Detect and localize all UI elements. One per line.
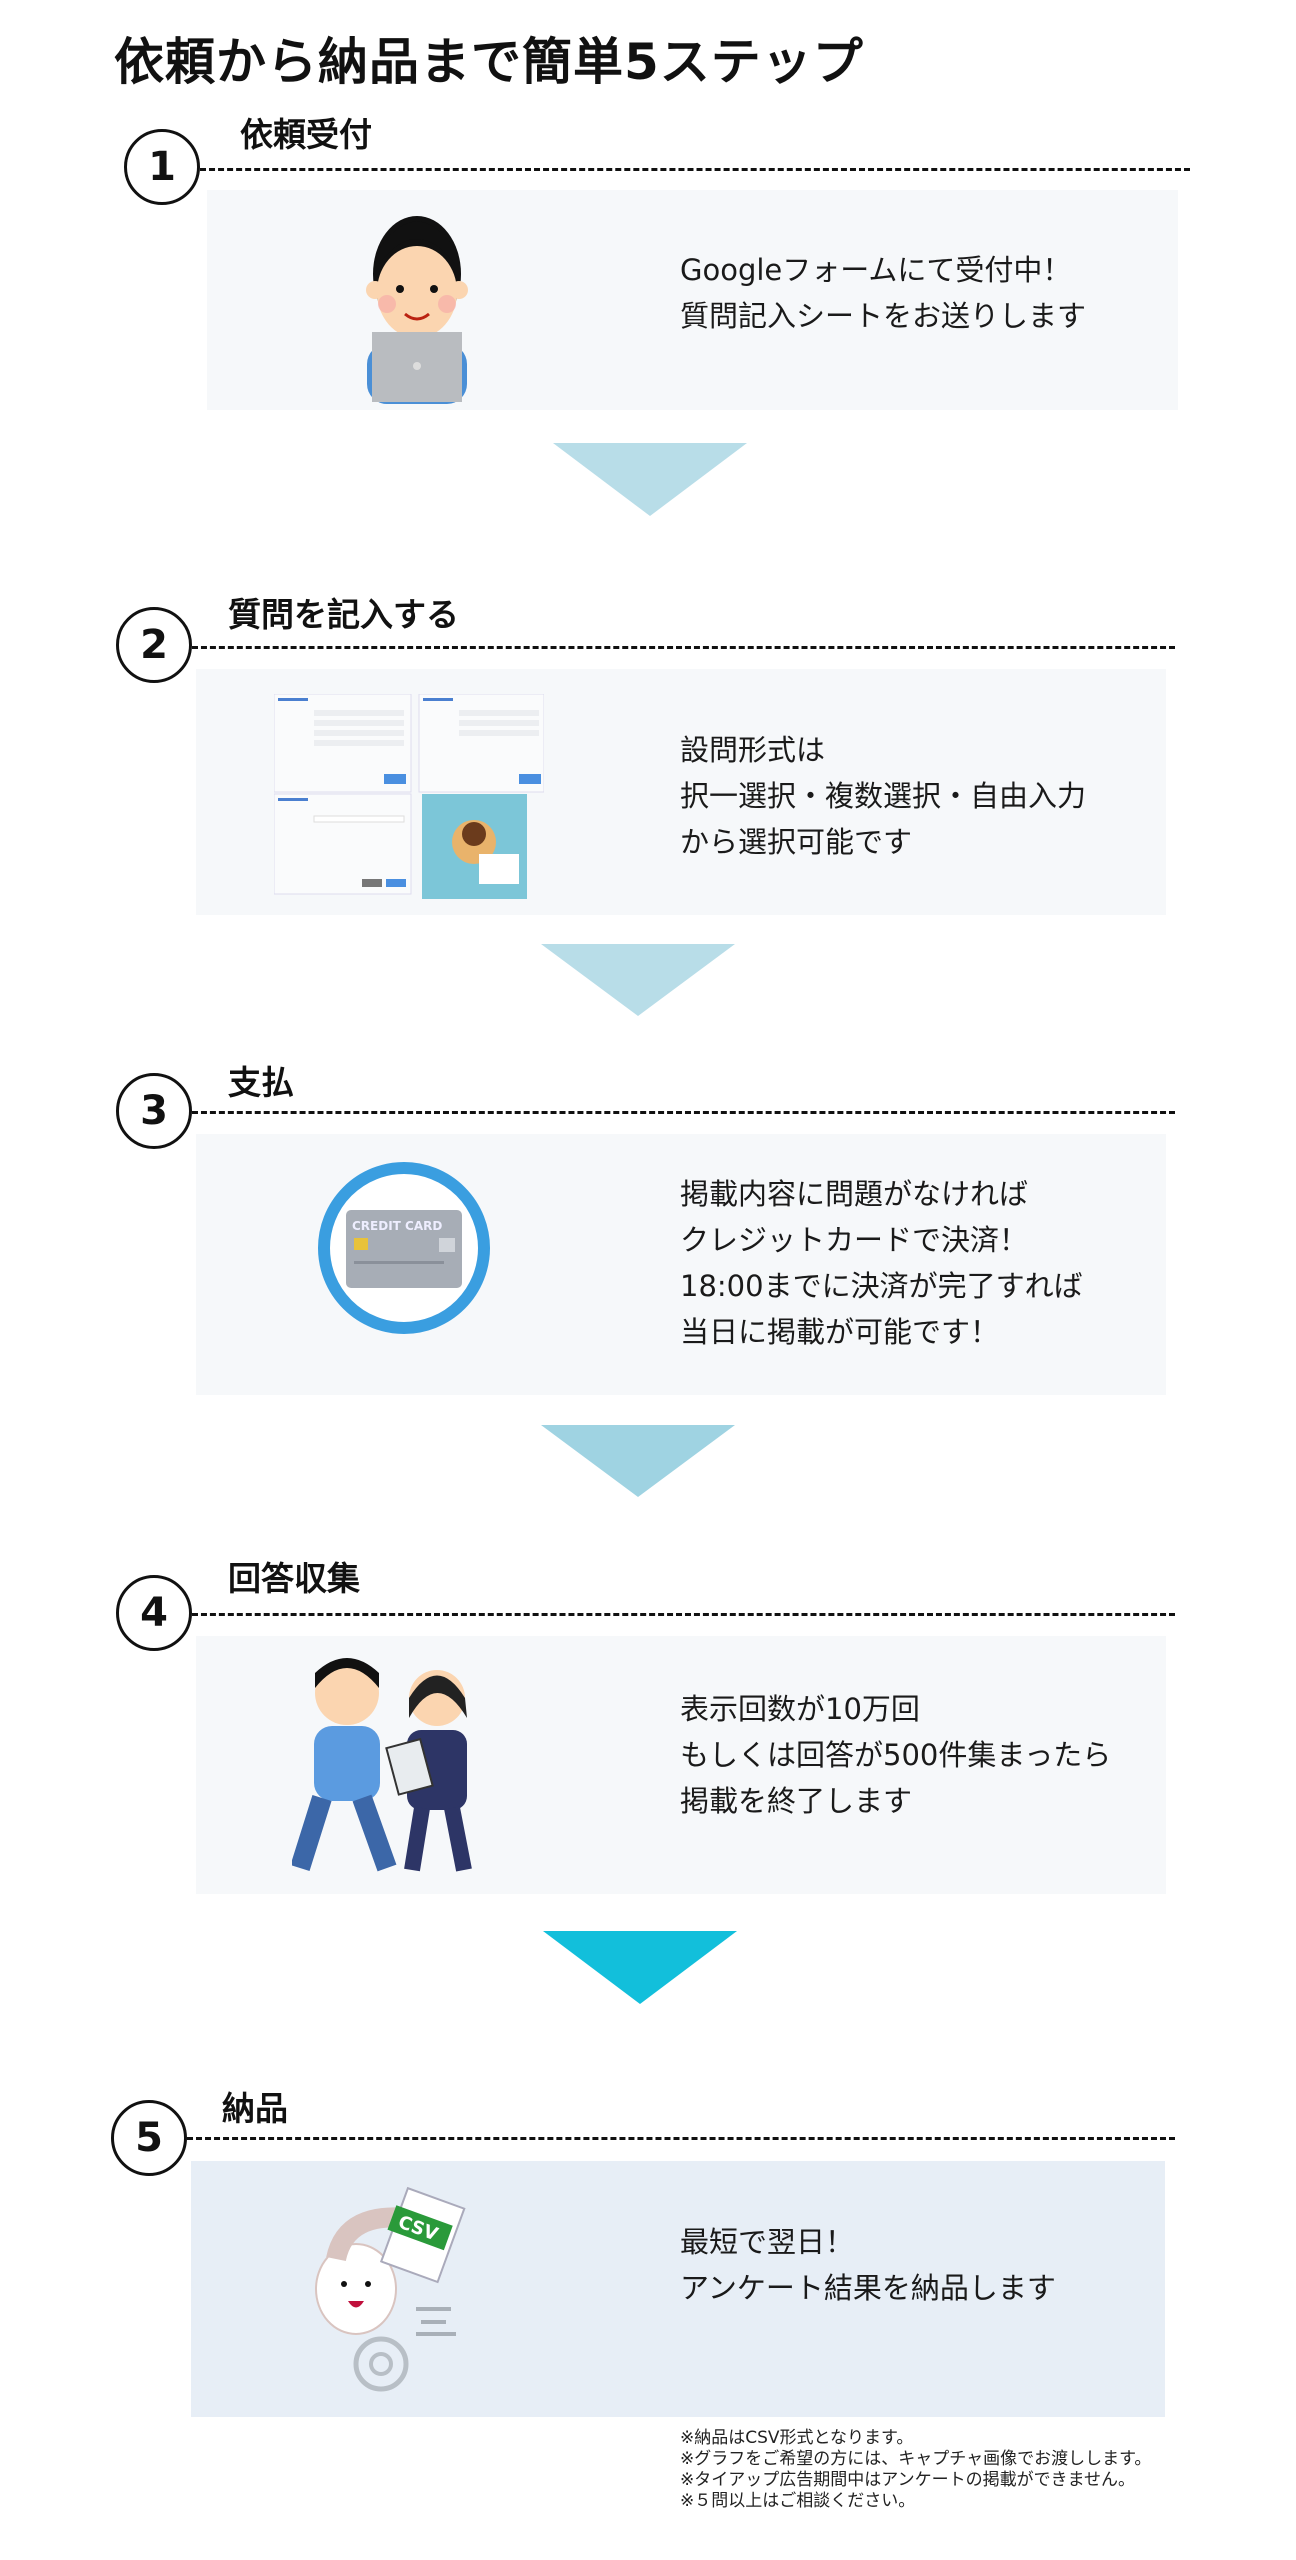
footnote: ※５問以上はご相談ください。 — [680, 2491, 916, 2511]
step-card-5: CSV 最短で翌日！ アンケート結果を納品します — [191, 2161, 1165, 2417]
step-number-5: 5 — [111, 2100, 187, 2176]
down-arrow-icon — [543, 1931, 737, 2004]
divider — [192, 646, 1175, 649]
step-heading-3: 支払 — [228, 1063, 294, 1102]
down-arrow-icon — [541, 944, 735, 1016]
survey-people-illustration — [292, 1658, 472, 1872]
step-heading-1: 依頼受付 — [240, 115, 372, 154]
step-text-line: 18:00までに決済が完了すれば — [680, 1269, 1083, 1303]
credit-card-icon: CREDIT CARD — [318, 1162, 490, 1334]
divider — [192, 1613, 1175, 1616]
step-number-2: 2 — [116, 607, 192, 683]
step-heading-2: 質問を記入する — [228, 595, 459, 634]
footnotes: ※納品はCSV形式となります。 ※グラフをご希望の方には、キャプチャ画像でお渡し… — [680, 2428, 1151, 2512]
step-text-line: 掲載を終了します — [680, 1784, 913, 1818]
down-arrow-icon — [541, 1425, 735, 1497]
step-text-line: 最短で翌日！ — [680, 2225, 855, 2259]
down-arrow-icon — [553, 443, 747, 516]
step-text-line: もしくは回答が500件集まったら — [680, 1738, 1112, 1772]
card-logo-text: CREDIT CARD — [352, 1219, 442, 1233]
step-card-1: Googleフォームにて受付中！ 質問記入シートをお送りします — [207, 190, 1178, 410]
divider — [187, 2137, 1175, 2140]
divider — [192, 1111, 1175, 1114]
person-laptop-illustration — [366, 216, 468, 404]
divider — [200, 168, 1190, 171]
form-screenshots-illustration — [274, 694, 544, 899]
step-text-line: Googleフォームにて受付中！ — [680, 253, 1072, 287]
step-card-2: 設問形式は 択一選択・複数選択・自由入力 から選択可能です — [196, 669, 1166, 915]
footnote: ※グラフをご希望の方には、キャプチャ画像でお渡しします。 — [680, 2449, 1152, 2469]
step-text-line: 択一選択・複数選択・自由入力 — [680, 779, 1087, 813]
step-text-line: 設問形式は — [680, 733, 826, 767]
step-number-1: 1 — [124, 129, 200, 205]
step-text-line: クレジットカードで決済！ — [680, 1223, 1029, 1257]
step-card-4: 表示回数が10万回 もしくは回答が500件集まったら 掲載を終了します — [196, 1636, 1166, 1894]
step-text-line: 当日に掲載が可能です！ — [680, 1315, 1000, 1349]
step-text-line: 表示回数が10万回 — [680, 1692, 920, 1726]
page-title: 依頼から納品まで簡単5ステップ — [114, 33, 864, 91]
step-text-line: アンケート結果を納品します — [680, 2271, 1056, 2305]
step-heading-5: 納品 — [222, 2089, 288, 2128]
csv-delivery-rabbit-illustration: CSV — [315, 2186, 466, 2392]
step-text-line: から選択可能です — [680, 825, 913, 859]
footnote: ※納品はCSV形式となります。 — [680, 2428, 914, 2448]
step-number-4: 4 — [116, 1575, 192, 1651]
step-number-3: 3 — [116, 1073, 192, 1149]
step-heading-4: 回答収集 — [228, 1559, 360, 1598]
footnote: ※タイアップ広告期間中はアンケートの掲載ができません。 — [680, 2470, 1136, 2490]
step-card-3: CREDIT CARD 掲載内容に問題がなければ クレジットカードで決済！ 18… — [196, 1134, 1166, 1395]
step-text-line: 掲載内容に問題がなければ — [680, 1177, 1029, 1211]
step-text-line: 質問記入シートをお送りします — [680, 299, 1087, 333]
